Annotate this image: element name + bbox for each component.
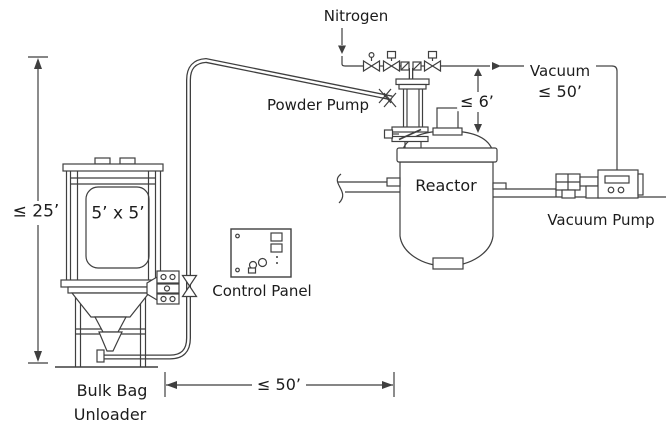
discharge-cone: [98, 331, 123, 352]
vacuum-pump-unit: [555, 169, 644, 199]
conveying-pipe: [103, 57, 393, 360]
flexible-coupling: [378, 88, 397, 108]
label-bulk-bag-line2: Unloader: [73, 405, 147, 425]
manifold-valve-1: [362, 51, 381, 73]
flow-arrow: [492, 62, 501, 70]
label-conveying-distance: ≤ 50’: [254, 376, 304, 394]
dimension-unloader-height: [28, 56, 48, 364]
reactor-nozzle: [436, 107, 459, 130]
label-vacuum-line-length: ≤ 50’: [538, 82, 582, 102]
valve-handle: [383, 129, 394, 139]
dimension-drop-height: [474, 68, 482, 133]
pipe-valve: [181, 274, 198, 288]
label-vacuum-pump: Vacuum Pump: [547, 210, 655, 229]
reactor-bottom-outlet: [432, 257, 464, 270]
manifold-valve-2: [382, 50, 401, 73]
powder-pump-assembly: [383, 78, 430, 148]
pipe-break-symbol: [336, 173, 344, 204]
label-unloader-height: ≤ 25’: [9, 202, 63, 222]
manifold-valve-3: [423, 50, 442, 73]
vacuum-line-drop: [611, 65, 618, 170]
label-nitrogen: Nitrogen: [323, 6, 389, 25]
label-bulk-bag-line1: Bulk Bag: [76, 381, 148, 401]
reactor-flange-rim: [396, 147, 498, 163]
valve-manifold: [362, 50, 618, 170]
rotary-valve: [156, 270, 180, 284]
label-bag-size: 5’ x 5’: [91, 203, 145, 224]
label-control-panel: Control Panel: [212, 281, 312, 300]
label-vacuum: Vacuum: [529, 61, 591, 80]
controller-display: [604, 175, 630, 184]
dimension-conveying-distance: [164, 372, 395, 397]
bulk-bag-unloader-frame: [55, 157, 198, 368]
nitrogen-feed-line: [338, 28, 363, 67]
label-reactor: Reactor: [415, 176, 477, 196]
label-powder-pump: Powder Pump: [266, 95, 370, 114]
discharge-hopper: [70, 292, 151, 318]
vacuum-pump-controller: [597, 169, 639, 199]
butterfly-valve-disc: [398, 128, 422, 141]
bulk-bag: [85, 186, 150, 269]
control-panel-box: [230, 228, 292, 278]
label-drop-height: ≤ 6’: [457, 93, 497, 111]
